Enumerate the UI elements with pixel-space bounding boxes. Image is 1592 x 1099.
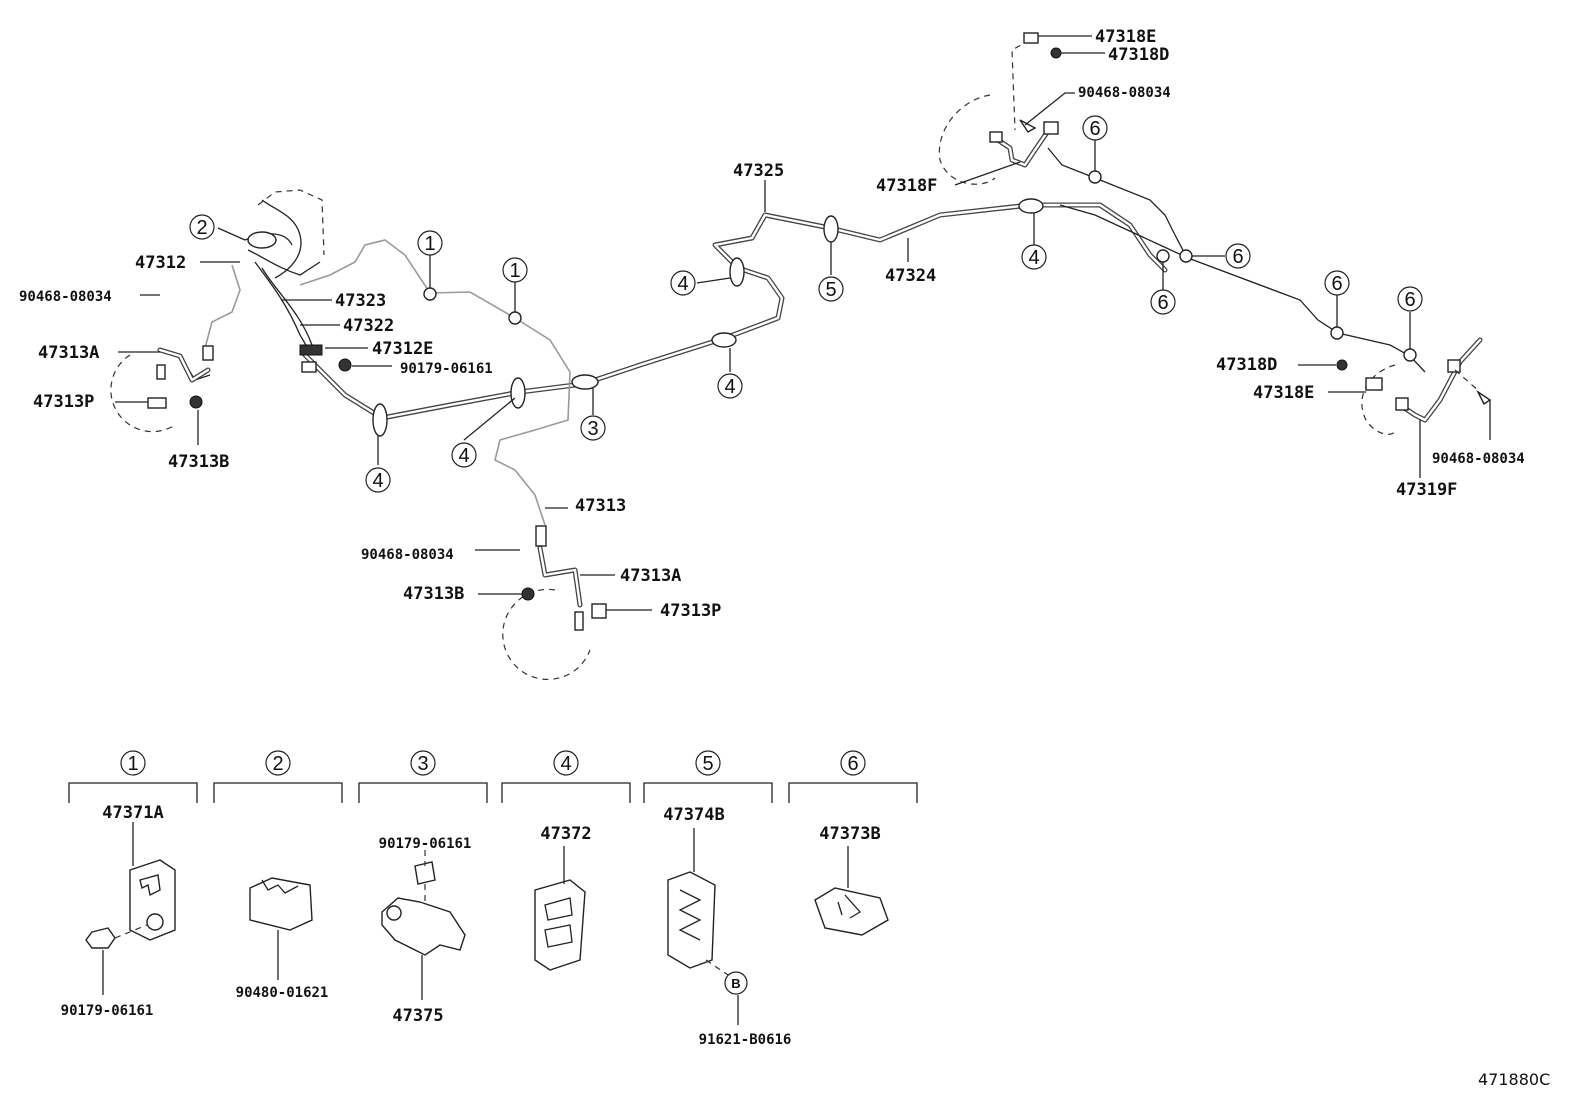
svg-text:5: 5 xyxy=(702,753,713,775)
label-47312E: 47312E xyxy=(372,339,433,359)
part-labels: 47318E 47318D 90468-08034 47318F 47325 4… xyxy=(19,27,1525,621)
tee-connector xyxy=(299,344,352,373)
legend-part-47372: 47372 xyxy=(540,824,591,844)
front-left-wheel-assembly xyxy=(110,345,214,433)
callout-c6c: 6 xyxy=(1225,243,1251,269)
legend-part-90179-06161: 90179-06161 xyxy=(379,836,472,852)
svg-text:6: 6 xyxy=(1331,273,1342,295)
rear-right-wheel-assembly xyxy=(1336,337,1492,435)
label-47313P-left: 47313P xyxy=(33,392,94,412)
tube-clamps xyxy=(372,198,1044,437)
legend-part-47375: 47375 xyxy=(392,1006,443,1026)
label-47324: 47324 xyxy=(885,266,936,286)
label-47318E-right: 47318E xyxy=(1253,383,1314,403)
svg-text:4: 4 xyxy=(677,273,688,295)
label-47318E-top: 47318E xyxy=(1095,27,1156,47)
label-47318D-right: 47318D xyxy=(1216,355,1277,375)
part-47371A-drawing xyxy=(85,822,176,995)
label-47313B-mid: 47313B xyxy=(403,584,464,604)
svg-text:6: 6 xyxy=(847,753,858,775)
callout-c4c: 4 xyxy=(717,373,743,399)
legend-item-6: 6 47373B xyxy=(788,750,918,844)
svg-text:B: B xyxy=(731,976,740,991)
label-47318F: 47318F xyxy=(876,176,937,196)
leader-lines xyxy=(115,35,1491,611)
callout-c3: 3 xyxy=(580,415,606,441)
svg-text:6: 6 xyxy=(1157,292,1168,314)
legend-part-47373B: 47373B xyxy=(819,824,880,844)
part-47373B-drawing xyxy=(814,846,889,936)
callout-c6d: 6 xyxy=(1324,270,1350,296)
callout-c6a: 6 xyxy=(1082,115,1108,141)
label-47313A-mid: 47313A xyxy=(620,566,681,586)
label-47325: 47325 xyxy=(733,161,784,181)
label-47312: 47312 xyxy=(135,253,186,273)
svg-text:1: 1 xyxy=(424,233,435,255)
callout-c5: 5 xyxy=(818,276,844,302)
svg-text:4: 4 xyxy=(1028,247,1039,269)
legend-item-2: 2 90480-01621 xyxy=(213,750,343,1001)
svg-text:4: 4 xyxy=(724,376,735,398)
part-47375-drawing xyxy=(381,850,466,1000)
label-90468-right: 90468-08034 xyxy=(1432,451,1525,467)
front-right-wheel-assembly xyxy=(502,525,607,681)
label-90468-left: 90468-08034 xyxy=(19,289,112,305)
legend-item-3: 3 90179-06161 47375 xyxy=(358,750,488,1026)
svg-text:4: 4 xyxy=(458,445,469,467)
svg-text:6: 6 xyxy=(1404,289,1415,311)
rear-right-tube xyxy=(1059,204,1426,373)
legend-part-47371A: 47371A xyxy=(102,803,163,823)
legend-part-91621-B0616: 91621-B0616 xyxy=(699,1032,792,1048)
label-47313A-left: 47313A xyxy=(38,343,99,363)
rear-right-tube-upper xyxy=(1047,147,1187,257)
callout-c1a: 1 xyxy=(417,230,443,256)
label-90468-mid: 90468-08034 xyxy=(361,547,454,563)
callout-c4b: 4 xyxy=(451,442,477,468)
label-47313: 47313 xyxy=(575,496,626,516)
svg-text:3: 3 xyxy=(587,418,598,440)
svg-text:1: 1 xyxy=(509,260,520,282)
callout-c6b: 6 xyxy=(1150,289,1176,315)
svg-text:6: 6 xyxy=(1089,118,1100,140)
label-47322: 47322 xyxy=(343,316,394,336)
callout-c4d: 4 xyxy=(670,270,696,296)
legend-item-4: 4 47372 xyxy=(501,750,631,844)
callout-markers: 1 1 2 3 4 4 4 4 4 5 6 6 6 6 6 xyxy=(189,115,1423,493)
callout-c4e: 4 xyxy=(1021,244,1047,270)
svg-text:6: 6 xyxy=(1232,246,1243,268)
svg-text:1: 1 xyxy=(127,753,138,775)
legend: 1 47371A 90179-06161 2 90480-01621 3 90179-061… xyxy=(61,750,918,1048)
svg-text:2: 2 xyxy=(272,753,283,775)
label-90468-top: 90468-08034 xyxy=(1078,85,1171,101)
part-47372-drawing xyxy=(534,846,586,971)
svg-text:5: 5 xyxy=(825,279,836,301)
svg-text:4: 4 xyxy=(372,470,383,492)
callout-c1b: 1 xyxy=(502,257,528,283)
master-cylinder-bracket xyxy=(244,189,325,353)
svg-text:4: 4 xyxy=(560,753,571,775)
callout-c6e: 6 xyxy=(1397,286,1423,312)
label-47323: 47323 xyxy=(335,291,386,311)
svg-text:3: 3 xyxy=(417,753,428,775)
label-90179-mid: 90179-06161 xyxy=(400,361,493,377)
figure-code: 471880C xyxy=(1478,1070,1550,1089)
legend-part-90179-06161: 90179-06161 xyxy=(61,1003,154,1019)
label-47313B-left: 47313B xyxy=(168,452,229,472)
legend-item-5: 5 47374B 91621-B0616 B xyxy=(643,750,792,1048)
front-flex-line xyxy=(299,239,571,526)
left-flex-line xyxy=(204,264,241,349)
label-47319F: 47319F xyxy=(1396,480,1457,500)
rear-left-wheel-assembly xyxy=(938,32,1062,185)
part-47374B-drawing xyxy=(667,828,739,1025)
label-47318D-top: 47318D xyxy=(1108,45,1169,65)
callout-c4a: 4 xyxy=(365,467,391,493)
legend-part-47374B: 47374B xyxy=(663,805,724,825)
part-90480-01621-drawing xyxy=(249,877,313,980)
legend-item-1: 1 47371A 90179-06161 xyxy=(61,750,198,1019)
legend-part-90480-01621: 90480-01621 xyxy=(236,985,329,1001)
callout-c2: 2 xyxy=(189,214,215,240)
label-47313P-mid: 47313P xyxy=(660,601,721,621)
svg-text:2: 2 xyxy=(196,217,207,239)
